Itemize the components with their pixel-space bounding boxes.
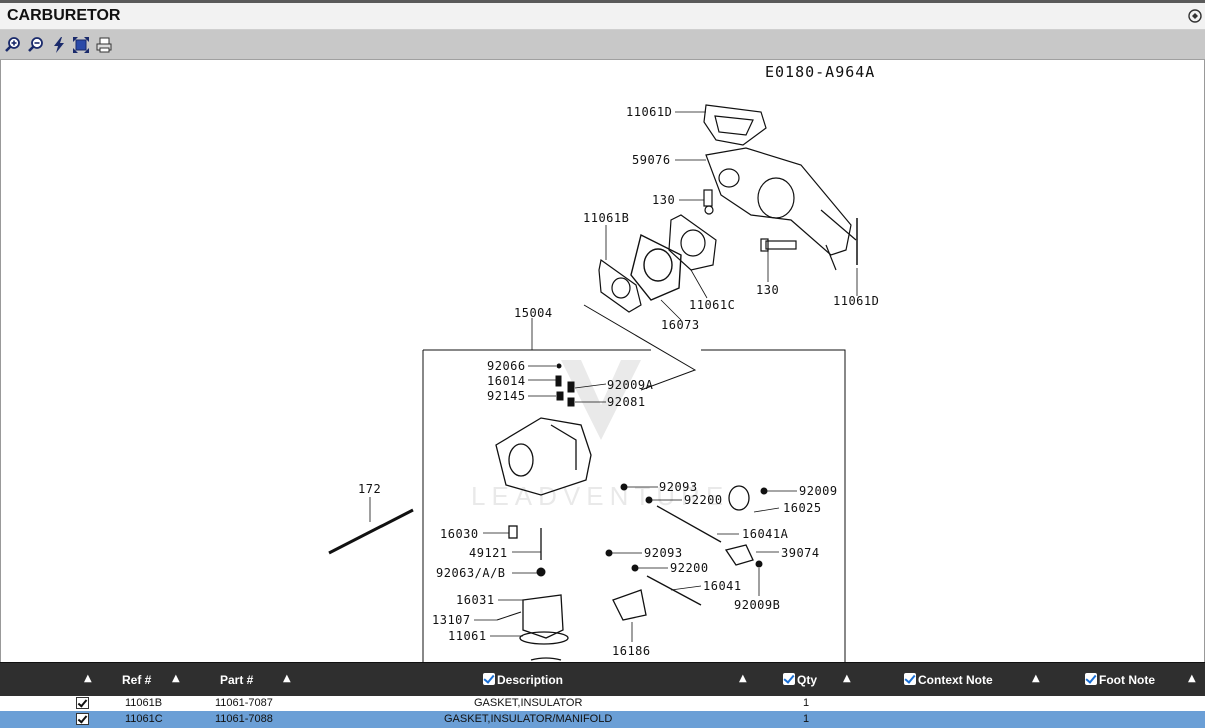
part-13107-pin[interactable] (496, 611, 522, 621)
diagram-canvas[interactable]: LEADVENTURE E0180-A964A (0, 60, 1205, 662)
description-visible-checkbox[interactable] (483, 673, 495, 685)
sort-icon[interactable]: ▲ (1188, 673, 1196, 684)
callout-92093[interactable]: 92093 (644, 546, 683, 560)
sort-icon[interactable]: ▲︎ (84, 673, 92, 684)
callout-92009[interactable]: 92009 (799, 484, 838, 498)
callout-13107[interactable]: 13107 (432, 613, 471, 627)
callout-92200[interactable]: 92200 (670, 561, 709, 575)
callout-16073[interactable]: 16073 (661, 318, 700, 332)
zoom-out-icon[interactable] (27, 36, 45, 54)
cell-part: 11061-7088 (215, 713, 273, 725)
callout-16031[interactable]: 16031 (456, 593, 495, 607)
zoom-in-icon[interactable] (4, 36, 22, 54)
col-context-note[interactable]: Context Note (918, 673, 993, 687)
lightning-icon[interactable] (50, 36, 68, 54)
leader-line (583, 304, 697, 391)
part-59076-manifold[interactable] (705, 147, 857, 271)
callout-92063[interactable]: 92063/A/B (436, 566, 506, 580)
callout-11061[interactable]: 11061 (448, 629, 487, 643)
window-top-border (0, 0, 1205, 3)
callout-16030[interactable]: 16030 (440, 527, 479, 541)
cell-part: 11061-7087 (215, 697, 273, 709)
diagram-id: E0180-A964A (765, 63, 875, 81)
callout-92009B[interactable]: 92009B (734, 598, 780, 612)
callout-11061C[interactable]: 11061C (689, 298, 735, 312)
part-11061C-gasket[interactable] (668, 214, 717, 271)
cell-qty: 1 (803, 713, 810, 725)
callout-59076[interactable]: 59076 (632, 153, 671, 167)
part-11061D-gasket[interactable] (703, 104, 767, 146)
callout-92066[interactable]: 92066 (487, 359, 526, 373)
callout-92081[interactable]: 92081 (607, 395, 646, 409)
context-note-visible-checkbox[interactable] (904, 673, 916, 685)
cell-description: GASKET,INSULATOR/MANIFOLD (444, 713, 613, 725)
svg-text:LEADVENTURE: LEADVENTURE (471, 481, 729, 511)
print-icon[interactable] (95, 36, 113, 54)
assembly-15004-frame (422, 349, 846, 662)
table-row-selected[interactable]: 11061C 11061-7088 GASKET,INSULATOR/MANIF… (0, 711, 1205, 728)
col-description[interactable]: Description (497, 673, 564, 687)
col-part[interactable]: Part # (220, 673, 254, 687)
title-bar: CARBURETOR (0, 3, 1205, 30)
parts-grid: ▲︎ Ref # ▲ Part # ▲ Description ▲ Qty ▲ … (0, 662, 1205, 728)
callout-92009A[interactable]: 92009A (607, 378, 654, 392)
cell-ref: 11061B (125, 697, 163, 709)
part-172-shaft[interactable] (328, 508, 414, 555)
part-130-bolt[interactable] (703, 189, 797, 252)
part-11061B-gasket[interactable] (598, 258, 642, 313)
callout-92200[interactable]: 92200 (684, 493, 723, 507)
fit-icon[interactable] (72, 36, 90, 54)
callout-16186[interactable]: 16186 (612, 644, 651, 658)
sort-icon[interactable]: ▲ (172, 673, 180, 684)
watermark-logo: LEADVENTURE (471, 360, 729, 511)
callout-39074[interactable]: 39074 (781, 546, 820, 560)
col-foot-note[interactable]: Foot Note (1099, 673, 1155, 687)
table-row[interactable]: 11061B 11061-7087 GASKET,INSULATOR 1 (0, 695, 1205, 712)
exploded-diagram: LEADVENTURE E0180-A964A (328, 63, 879, 662)
add-to-cart-icon[interactable] (76, 713, 89, 725)
cell-qty: 1 (803, 697, 810, 709)
callout-leaders (369, 111, 858, 642)
choke-throttle-parts[interactable] (508, 485, 754, 621)
callout-16014[interactable]: 16014 (487, 374, 526, 388)
callout-16041[interactable]: 16041 (703, 579, 742, 593)
grid-header: ▲︎ Ref # ▲ Part # ▲ Description ▲ Qty ▲ … (0, 662, 1205, 696)
callout-11061D[interactable]: 11061D (626, 105, 672, 119)
small-parts[interactable] (536, 363, 768, 577)
callout-16025[interactable]: 16025 (783, 501, 822, 515)
callout-130[interactable]: 130 (756, 283, 779, 297)
qty-visible-checkbox[interactable] (783, 673, 795, 685)
callout-92145[interactable]: 92145 (487, 389, 526, 403)
callout-172[interactable]: 172 (358, 482, 381, 496)
print-icon[interactable] (1187, 8, 1203, 24)
col-ref[interactable]: Ref # (122, 673, 152, 687)
part-16073-insulator[interactable] (630, 233, 682, 301)
callout-11061B[interactable]: 11061B (583, 211, 629, 225)
col-qty[interactable]: Qty (797, 673, 818, 687)
callout-15004[interactable]: 15004 (514, 306, 553, 320)
add-to-cart-icon[interactable] (76, 697, 89, 709)
callout-49121[interactable]: 49121 (469, 546, 508, 560)
page-title: CARBURETOR (7, 7, 121, 24)
cell-ref: 11061C (125, 713, 163, 725)
callout-130[interactable]: 130 (652, 193, 675, 207)
callout-92093[interactable]: 92093 (659, 480, 698, 494)
part-16031-float-bowl[interactable] (519, 594, 569, 661)
callout-16041A[interactable]: 16041A (742, 527, 789, 541)
sort-icon[interactable]: ▲ (843, 673, 851, 684)
cell-description: GASKET,INSULATOR (474, 697, 583, 709)
diagram-toolbar (0, 30, 1205, 60)
sort-icon[interactable]: ▲ (283, 673, 291, 684)
callout-labels: 11061D 59076 130 11061B 130 11061D 11061… (358, 105, 879, 658)
sort-icon[interactable]: ▲ (1032, 673, 1040, 684)
sort-icon[interactable]: ▲ (739, 673, 747, 684)
callout-11061D[interactable]: 11061D (833, 294, 879, 308)
foot-note-visible-checkbox[interactable] (1085, 673, 1097, 685)
carburetor-body[interactable] (495, 417, 592, 496)
